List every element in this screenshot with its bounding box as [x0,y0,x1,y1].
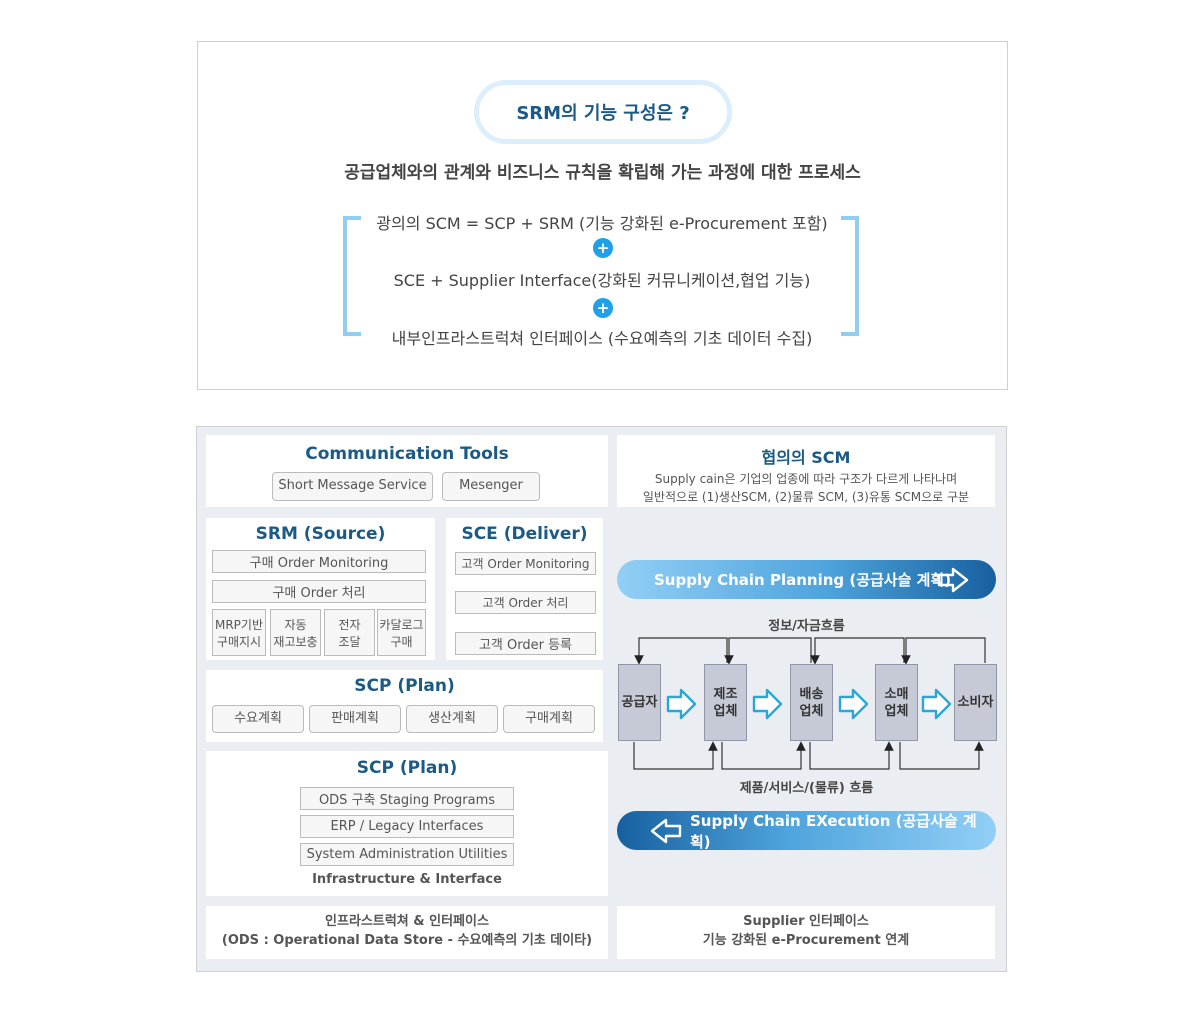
node-label: 소비자 [957,695,994,710]
formula-line-2: SCE + Supplier Interface(강화된 커뮤니케이션,협업 기… [393,271,811,290]
goods-flow-line [633,741,718,770]
narrow-scm-card: 협의의 SCM Supply cain은 기업의 업종에 따라 구조가 다르게 … [617,435,995,507]
supply-chain-planning-band: Supply Chain Planning (공급사슬 계획) [617,560,996,599]
left-bracket [343,216,361,336]
infrastructure-card: SCP (Plan) ODS 구축 Staging Programs ERP /… [206,751,608,896]
customer-order-monitoring[interactable]: 고객 Order Monitoring [455,552,596,575]
supplier-caption-card: Supplier 인터페이스 기능 강화된 e-Procurement 연계 [617,906,995,959]
execution-label: Supply Chain EXecution (공급사슬 계획) [690,811,977,851]
srm-question-text: SRM의 기능 구성은 ? [516,103,690,124]
node-label: 업체 [884,703,909,719]
supplier-caption-2: 기능 강화된 e-Procurement 연계 [702,933,910,948]
infrastructure-caption-card: 인프라스트럭쳐 & 인터페이스 (ODS : Operational Data … [206,906,608,959]
short-message-service-button[interactable]: Short Message Service [272,472,433,501]
formula-line-3: 내부인프라스트럭쳐 인터페이스 (수요예측의 기초 데이터 수집) [391,329,813,348]
narrow-scm-title: 협의의 SCM [761,448,851,467]
node-supplier: 공급자 [618,664,661,741]
formula-line-1: 광의의 SCM = SCP + SRM (기능 강화된 e-Procuremen… [376,214,828,233]
srm-subtitle: 공급업체와의 관계와 비즈니스 규칙을 확립해 가는 과정에 대한 프로세스 [344,163,861,183]
plus-icon: + [593,298,613,318]
info-flow-line [810,637,905,665]
demand-plan-button[interactable]: 수요계획 [212,705,304,733]
scp-plan-title: SCP (Plan) [354,676,455,696]
scp-plan-card: SCP (Plan) 수요계획 판매계획 생산계획 구매계획 [206,670,603,742]
arrow-right-icon [937,567,969,593]
cell-line: MRP기반 [214,617,263,632]
srm-source-card: SRM (Source) 구매 Order Monitoring 구매 Orde… [206,518,435,660]
messenger-button[interactable]: Mesenger [442,472,540,501]
cell-line: 구매지시 [216,634,262,649]
ods-staging-row[interactable]: ODS 구축 Staging Programs [300,787,514,810]
sce-deliver-card: SCE (Deliver) 고객 Order Monitoring 고객 Ord… [446,518,603,660]
arrow-left-icon [650,818,682,844]
node-retailer: 소매 업체 [875,664,918,741]
sce-deliver-title: SCE (Deliver) [461,524,588,544]
purchase-order-monitoring[interactable]: 구매 Order Monitoring [212,550,426,573]
customer-order-registration[interactable]: 고객 Order 등록 [455,632,596,655]
goods-flow-label: 제품/서비스/(물류) 흐름 [739,781,874,796]
mrp-purchase-order-cell[interactable]: MRP기반 구매지시 [212,609,266,656]
node-consumer: 소비자 [954,664,997,741]
catalog-purchase-cell[interactable]: 카달로그 구매 [377,609,426,656]
goods-flow-line [721,741,806,770]
infrastructure-footer: Infrastructure & Interface [312,872,502,887]
node-label: 배송 [799,686,824,702]
node-label: 소매 [884,686,909,702]
info-flow-line [901,637,986,665]
srm-question-pill: SRM의 기능 구성은 ? [474,80,732,144]
cell-line: 조달 [338,634,361,649]
cell-line: 전자 [338,617,361,632]
cell-line: 자동 [284,617,307,632]
infrastructure-caption-1: 인프라스트럭쳐 & 인터페이스 [325,914,489,929]
sales-plan-button[interactable]: 판매계획 [309,705,401,733]
node-label: 업체 [799,703,824,719]
flow-arrow-icon [666,688,697,720]
node-distributor: 배송 업체 [790,664,833,741]
system-admin-row[interactable]: System Administration Utilities [300,843,514,866]
goods-flow-line [809,741,894,770]
flow-arrow-icon [838,688,869,720]
flow-arrow-icon [752,688,783,720]
narrow-scm-desc-1: Supply cain은 기업의 업종에 따라 구조가 다르게 나타나며 [654,472,958,486]
purchase-plan-button[interactable]: 구매계획 [503,705,595,733]
right-bracket [841,216,859,336]
srm-source-title: SRM (Source) [255,524,386,544]
info-flow-label: 정보/자금흐름 [768,619,845,634]
node-label: 업체 [713,703,738,719]
auto-restock-cell[interactable]: 자동 재고보충 [270,609,321,656]
supply-chain-execution-band: Supply Chain EXecution (공급사슬 계획) [617,811,996,851]
infrastructure-title: SCP (Plan) [356,758,458,778]
cell-line: 카달로그 [379,617,424,632]
infrastructure-caption-2: (ODS : Operational Data Store - 수요예측의 기초… [221,933,593,948]
narrow-scm-desc-2: 일반적으로 (1)생산SCM, (2)물류 SCM, (3)유통 SCM으로 구… [642,490,970,504]
goods-flow-line [899,741,984,770]
erp-legacy-row[interactable]: ERP / Legacy Interfaces [300,815,514,838]
node-manufacturer: 제조 업체 [704,664,747,741]
plus-icon: + [593,238,613,258]
e-procurement-cell[interactable]: 전자 조달 [324,609,375,656]
node-label: 제조 [713,686,738,702]
flow-arrow-icon [921,688,952,720]
node-label: 공급자 [621,695,658,710]
supplier-caption-1: Supplier 인터페이스 [743,914,869,929]
info-flow-line [634,637,728,665]
communication-tools-card: Communication Tools Short Message Servic… [206,435,608,507]
purchase-order-processing[interactable]: 구매 Order 처리 [212,580,426,603]
communication-tools-title: Communication Tools [305,444,509,464]
customer-order-processing[interactable]: 고객 Order 처리 [455,591,596,614]
info-flow-line [724,637,812,665]
production-plan-button[interactable]: 생산계획 [406,705,498,733]
planning-label: Supply Chain Planning (공급사슬 계획) [654,571,952,589]
cell-line: 구매 [390,634,413,649]
cell-line: 재고보충 [273,634,318,649]
